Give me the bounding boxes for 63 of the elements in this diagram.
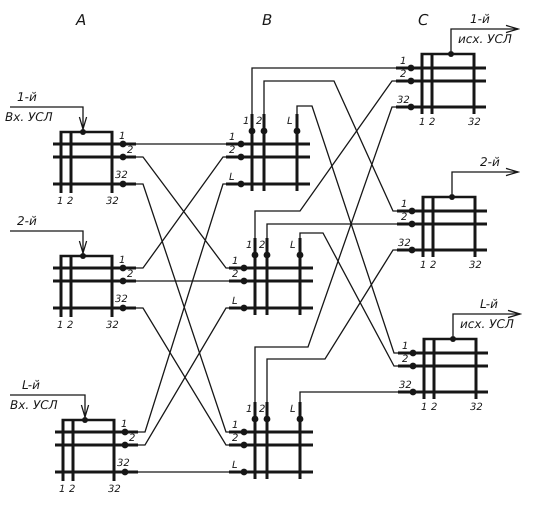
port-number: 2 (67, 197, 74, 207)
port-number: 2 (431, 403, 438, 413)
port-number: 1 (57, 197, 64, 207)
signal-label: 2-й (480, 156, 500, 168)
port-number: 1 (243, 117, 250, 127)
port-number: 1 (119, 256, 126, 266)
port-number: 2 (69, 485, 76, 495)
port-number: 2 (256, 117, 262, 127)
port-number: 32 (106, 197, 119, 207)
port-number: 32 (106, 321, 119, 331)
port-number: 1 (59, 485, 66, 495)
signal-label: 2-й (17, 215, 37, 227)
port-number: 2 (127, 146, 134, 156)
port-number: L (290, 405, 296, 415)
port-number: 2 (232, 270, 238, 280)
port-number: 2 (67, 321, 74, 331)
port-number: 2 (229, 146, 236, 156)
port-number: 1 (246, 405, 252, 415)
port-number: 1 (401, 200, 408, 210)
port-number: 2 (232, 434, 238, 444)
port-number: 1 (121, 420, 128, 430)
port-number: 1 (119, 132, 126, 142)
port-number: 1 (57, 321, 64, 331)
port-number: 2 (401, 213, 408, 223)
port-number: 1 (402, 342, 408, 352)
port-number: 1 (419, 118, 426, 128)
port-number: 32 (108, 485, 121, 495)
port-number: 2 (400, 70, 406, 80)
stage-heading: A (76, 13, 86, 28)
port-number: 2 (127, 270, 134, 280)
port-number: 32 (398, 239, 411, 249)
port-number: 32 (469, 261, 482, 271)
stage-heading: C (418, 13, 428, 28)
port-number: 32 (470, 403, 483, 413)
port-number: 32 (117, 459, 130, 469)
port-number: 2 (129, 434, 136, 444)
port-number: 2 (430, 261, 436, 271)
port-number: 2 (402, 355, 408, 365)
port-number: 1 (246, 241, 252, 251)
port-number: 2 (429, 118, 436, 128)
port-number: L (287, 117, 293, 127)
port-number: L (229, 173, 235, 183)
port-number: 1 (420, 261, 426, 271)
signal-label: 1-й (470, 13, 490, 25)
port-number: L (290, 241, 296, 251)
signal-label: 1-й (17, 91, 37, 103)
port-number: L (232, 297, 238, 307)
signal-label: L-й (480, 298, 498, 310)
port-number: 2 (259, 405, 266, 415)
port-number: 32 (115, 171, 128, 181)
port-number: L (232, 461, 238, 471)
port-number: 1 (421, 403, 428, 413)
signal-label: L-й (22, 379, 40, 391)
port-number: 32 (397, 96, 410, 106)
port-number: 1 (232, 257, 238, 267)
port-number: 32 (399, 381, 412, 391)
stage-heading: B (262, 13, 272, 28)
port-number: 1 (232, 421, 238, 431)
port-number: 32 (115, 295, 128, 305)
port-number: 2 (259, 241, 266, 251)
port-number: 1 (229, 133, 236, 143)
port-number: 1 (400, 57, 406, 67)
port-number: 32 (468, 118, 481, 128)
